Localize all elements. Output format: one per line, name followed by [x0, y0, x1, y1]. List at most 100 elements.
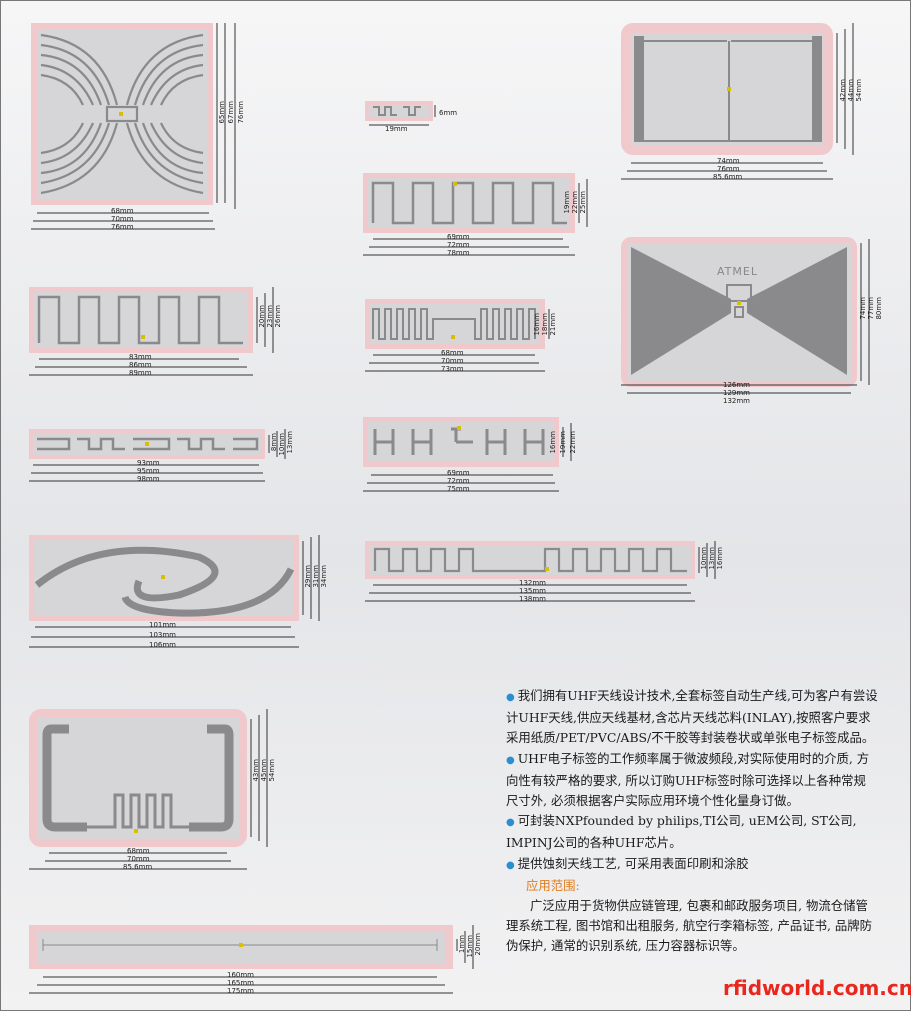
t9-dim-h3: 75mm	[447, 485, 470, 493]
t3-dim-v3: 54mm	[855, 79, 863, 102]
t4-dim-v3: 25mm	[579, 191, 587, 214]
tag-t3: 42mm 44mm 54mm 74mm 76mm 85.6mm	[621, 23, 871, 183]
t6-dim-v2: 23mm	[266, 305, 274, 328]
t13-dim-v2: 15mm	[466, 935, 474, 958]
t10-dim-h3: 106mm	[149, 641, 176, 649]
bullet-icon: ●	[506, 817, 515, 829]
scope-text: 广泛应用于货物供应链管理, 包裹和邮政服务项目, 物流仓储管理系统工程, 图书馆…	[506, 898, 873, 954]
t3-dim-h2: 76mm	[717, 165, 740, 173]
t7-dim-v2: 18mm	[541, 313, 549, 336]
bullet-icon: ●	[506, 754, 515, 766]
t8-dim-v1: 8mm	[270, 433, 278, 452]
tag-t9: 16mm 19mm 22mm 69mm 72mm 75mm	[363, 417, 593, 501]
tag-t4: 19mm 22mm 25mm 69mm 72mm 78mm	[363, 173, 593, 263]
t13-dim-h2: 165mm	[227, 979, 254, 987]
t9-dim-v3: 22mm	[569, 431, 577, 454]
t1-dim-h2: 70mm	[111, 215, 134, 223]
t4-dim-h3: 78mm	[447, 249, 470, 257]
t9-dim-h2: 72mm	[447, 477, 470, 485]
tag-t8: 8mm 10mm 13mm 93mm 95mm 98mm	[29, 429, 299, 489]
t12-dim-h1: 68mm	[127, 847, 150, 855]
desc-paragraph-4: ●提供蚀刻天线工艺, 可采用表面印刷和涂胶	[506, 855, 749, 871]
t12-dim-v3: 54mm	[268, 759, 276, 782]
t5-dim-h2: 129mm	[723, 389, 750, 397]
t9-dim-v1: 16mm	[549, 431, 557, 454]
t1-dim-v2: 67mm	[227, 101, 235, 124]
t5-dim-h3: 132mm	[723, 397, 750, 405]
t6-dim-v3: 26mm	[274, 305, 282, 328]
tag-t12-graphic	[29, 709, 268, 870]
t4-dim-h2: 72mm	[447, 241, 470, 249]
t11-dim-h2: 135mm	[519, 587, 546, 595]
t4-dim-v1: 19mm	[563, 191, 571, 214]
desc-paragraph-3: ●可封装NXPfounded by philips,TI公司, uEM公司, S…	[506, 813, 857, 851]
t3-dim-h1: 74mm	[717, 157, 740, 165]
site-watermark: rfidworld.com.cn	[723, 976, 911, 1000]
tag-t2-graphic	[365, 101, 436, 126]
t13-dim-h3: 175mm	[227, 987, 254, 995]
t4-dim-h1: 69mm	[447, 233, 470, 241]
atmel-label: ATMEL	[717, 265, 758, 278]
t1-dim-h3: 76mm	[111, 223, 134, 231]
t12-dim-h2: 70mm	[127, 855, 150, 863]
t10-dim-v2: 31mm	[312, 565, 320, 588]
bullet-icon: ●	[506, 692, 515, 703]
tag-t6-graphic	[29, 287, 274, 376]
product-description: ●我们拥有UHF天线设计技术,全套标签自动生产线,可为客户有尝设计UHF天线,供…	[506, 686, 878, 957]
tag-t7: 16mm 18mm 21mm 68mm 70mm 73mm	[365, 299, 565, 379]
t6-dim-h3: 89mm	[129, 369, 152, 377]
tag-t13: 1mm 15mm 20mm 160mm 165mm 175mm	[29, 925, 499, 1001]
t13-dim-h1: 160mm	[227, 971, 254, 979]
desc-paragraph-1: ●我们拥有UHF天线设计技术,全套标签自动生产线,可为客户有尝设计UHF天线,供…	[506, 688, 878, 746]
t4-dim-v2: 22mm	[571, 191, 579, 214]
bullet-icon: ●	[506, 859, 515, 871]
t12-dim-v1: 43mm	[252, 759, 260, 782]
tag-t3-graphic	[621, 23, 854, 180]
t10-dim-v1: 29mm	[304, 565, 312, 588]
tag-t10-graphic	[29, 535, 320, 648]
t5-dim-v3: 80mm	[875, 297, 883, 320]
t10-dim-v3: 34mm	[320, 565, 328, 588]
t5-dim-v2: 77mm	[867, 297, 875, 320]
tag-t10: 29mm 31mm 34mm 101mm 103mm 106mm	[29, 535, 329, 657]
t11-dim-v3: 16mm	[716, 547, 724, 570]
t8-dim-h3: 98mm	[137, 475, 160, 483]
t11-dim-v1: 10mm	[700, 547, 708, 570]
tag-t1-graphic	[31, 23, 236, 230]
t7-dim-v3: 21mm	[549, 313, 557, 336]
t10-dim-h1: 101mm	[149, 621, 176, 629]
tag-t11: 10mm 13mm 16mm 132mm 135mm 138mm	[365, 541, 725, 605]
tag-t7-graphic	[365, 299, 550, 372]
t8-dim-v3: 13mm	[286, 431, 294, 454]
t12-dim-v2: 45mm	[260, 759, 268, 782]
t3-dim-v2: 44mm	[847, 79, 855, 102]
tag-t2: 6mm 19mm	[365, 101, 465, 137]
t11-dim-h1: 132mm	[519, 579, 546, 587]
t8-dim-v2: 10mm	[278, 433, 286, 456]
t6-dim-v1: 20mm	[258, 305, 266, 328]
tag-t9-graphic	[363, 417, 572, 492]
t7-dim-h2: 70mm	[441, 357, 464, 365]
t3-dim-v1: 42mm	[839, 79, 847, 102]
t8-dim-h1: 93mm	[137, 459, 160, 467]
t1-dim-h1: 68mm	[111, 207, 134, 215]
t9-dim-h1: 69mm	[447, 469, 470, 477]
t1-dim-v3: 76mm	[237, 101, 245, 124]
tag-t12: 43mm 45mm 54mm 68mm 70mm 85.6mm	[29, 709, 289, 877]
tag-t6: 20mm 23mm 26mm 83mm 86mm 89mm	[29, 287, 291, 383]
t12-dim-h3: 85.6mm	[123, 863, 153, 871]
t10-dim-h2: 103mm	[149, 631, 176, 639]
t1-dim-v1: 65mm	[218, 101, 226, 124]
t11-dim-h3: 138mm	[519, 595, 546, 603]
tag-t13-graphic	[29, 925, 474, 994]
t3-dim-h3: 85.6mm	[713, 173, 743, 181]
t6-dim-h1: 83mm	[129, 353, 152, 361]
t8-dim-h2: 95mm	[137, 467, 160, 475]
t7-dim-h3: 73mm	[441, 365, 464, 373]
scope-heading: 应用范围:	[526, 877, 580, 893]
tag-t5-graphic	[621, 237, 870, 394]
t7-dim-v1: 16mm	[533, 313, 541, 336]
t6-dim-h2: 86mm	[129, 361, 152, 369]
t2-dim-h1: 19mm	[385, 125, 408, 133]
